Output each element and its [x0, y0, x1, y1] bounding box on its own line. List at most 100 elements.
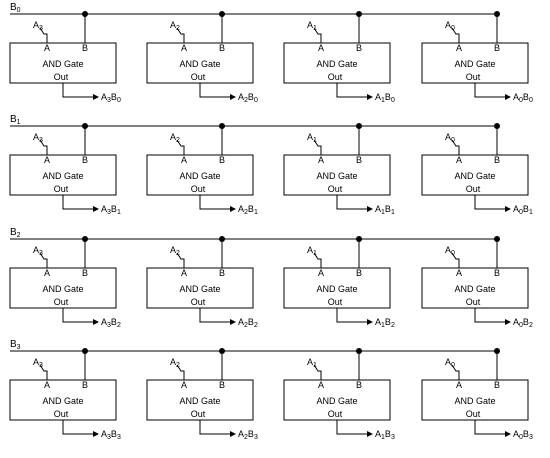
pin-a-label: A — [181, 380, 187, 390]
output-label-a: A — [238, 204, 244, 214]
pin-a-label: A — [181, 268, 187, 278]
output-label: A1B3 — [375, 429, 395, 441]
arrow-right-icon — [367, 431, 373, 437]
output-label-b: B — [248, 317, 254, 327]
output-label-a-sub: 3 — [107, 322, 111, 329]
output-wire — [474, 308, 508, 323]
input-a-label: A0 — [445, 245, 455, 257]
input-a-wire — [313, 364, 322, 380]
input-a-label: A0 — [445, 357, 455, 369]
input-a-wire — [39, 252, 48, 268]
bus-label-0-subscript: 0 — [17, 7, 21, 14]
input-a-wire — [451, 139, 460, 155]
output-label-b: B — [385, 317, 391, 327]
arrow-right-icon — [230, 94, 236, 100]
output-wire — [336, 83, 370, 98]
output-label-b: B — [248, 429, 254, 439]
output-label-b-sub: 3 — [117, 434, 121, 441]
input-a-label-main: A — [445, 132, 451, 142]
output-label-a: A — [101, 92, 107, 102]
bus-label-1-main: B — [10, 114, 17, 125]
input-a-label: A2 — [170, 20, 180, 32]
input-a-label: A1 — [307, 357, 317, 369]
input-a-wire — [313, 27, 322, 43]
output-label: A0B2 — [513, 317, 533, 329]
gate-title: AND Gate — [316, 171, 357, 181]
output-wire — [336, 195, 370, 210]
pin-a-label: A — [318, 155, 324, 165]
gate-out-label: Out — [191, 297, 206, 307]
input-a-label-main: A — [33, 132, 39, 142]
input-a-label-subscript: 3 — [39, 362, 43, 369]
output-label-a-sub: 0 — [519, 434, 523, 441]
output-label-a-sub: 2 — [244, 434, 248, 441]
output-label: A2B3 — [238, 429, 258, 441]
output-wire — [199, 83, 233, 98]
gate-out-label: Out — [191, 409, 206, 419]
output-label: A3B3 — [101, 429, 121, 441]
pin-b-label: B — [494, 43, 500, 53]
pin-b-label: B — [82, 268, 88, 278]
input-a-label-main: A — [170, 357, 176, 367]
bus-label-1-subscript: 1 — [17, 119, 21, 126]
gate-out-label: Out — [466, 409, 481, 419]
output-label-b: B — [523, 92, 529, 102]
input-a-label: A0 — [445, 20, 455, 32]
output-label-a-sub: 3 — [107, 97, 111, 104]
output-label: A2B1 — [238, 204, 258, 216]
input-a-label-main: A — [445, 245, 451, 255]
output-label-b-sub: 0 — [254, 97, 258, 104]
output-label-b: B — [248, 204, 254, 214]
output-wire — [62, 195, 96, 210]
output-wire — [474, 83, 508, 98]
bus-label-2-subscript: 2 — [17, 232, 21, 239]
input-a-wire — [451, 364, 460, 380]
output-label-b-sub: 2 — [254, 322, 258, 329]
arrow-right-icon — [505, 319, 511, 325]
gate-title: AND Gate — [42, 396, 83, 406]
gate-out-label: Out — [191, 72, 206, 82]
input-a-label-main: A — [445, 357, 451, 367]
input-a-wire — [176, 139, 185, 155]
output-label-b: B — [111, 429, 117, 439]
output-label-b-sub: 3 — [254, 434, 258, 441]
arrow-right-icon — [230, 206, 236, 212]
input-a-wire — [313, 252, 322, 268]
gate-title: AND Gate — [179, 284, 220, 294]
input-a-label-main: A — [445, 20, 451, 30]
input-a-wire — [176, 252, 185, 268]
output-label-b: B — [111, 92, 117, 102]
input-a-label-subscript: 3 — [39, 25, 43, 32]
gate-title: AND Gate — [454, 284, 495, 294]
output-label-b: B — [523, 429, 529, 439]
input-a-label-subscript: 3 — [39, 250, 43, 257]
output-label-a-sub: 1 — [381, 322, 385, 329]
gate-title: AND Gate — [179, 396, 220, 406]
bus-label-3: B3 — [10, 339, 21, 351]
output-label-b: B — [523, 204, 529, 214]
pin-a-label: A — [318, 380, 324, 390]
output-label-a: A — [238, 429, 244, 439]
input-a-label-subscript: 0 — [451, 25, 455, 32]
output-label-b-sub: 0 — [117, 97, 121, 104]
pin-a-label: A — [318, 268, 324, 278]
input-a-label: A0 — [445, 132, 455, 144]
input-a-wire — [39, 27, 48, 43]
output-label-a-sub: 3 — [107, 209, 111, 216]
output-label-a-sub: 2 — [244, 209, 248, 216]
output-wire — [62, 420, 96, 435]
pin-b-label: B — [356, 268, 362, 278]
pin-b-label: B — [356, 155, 362, 165]
output-label-b-sub: 0 — [391, 97, 395, 104]
input-a-wire — [39, 364, 48, 380]
output-label-b-sub: 1 — [254, 209, 258, 216]
gate-out-label: Out — [466, 72, 481, 82]
